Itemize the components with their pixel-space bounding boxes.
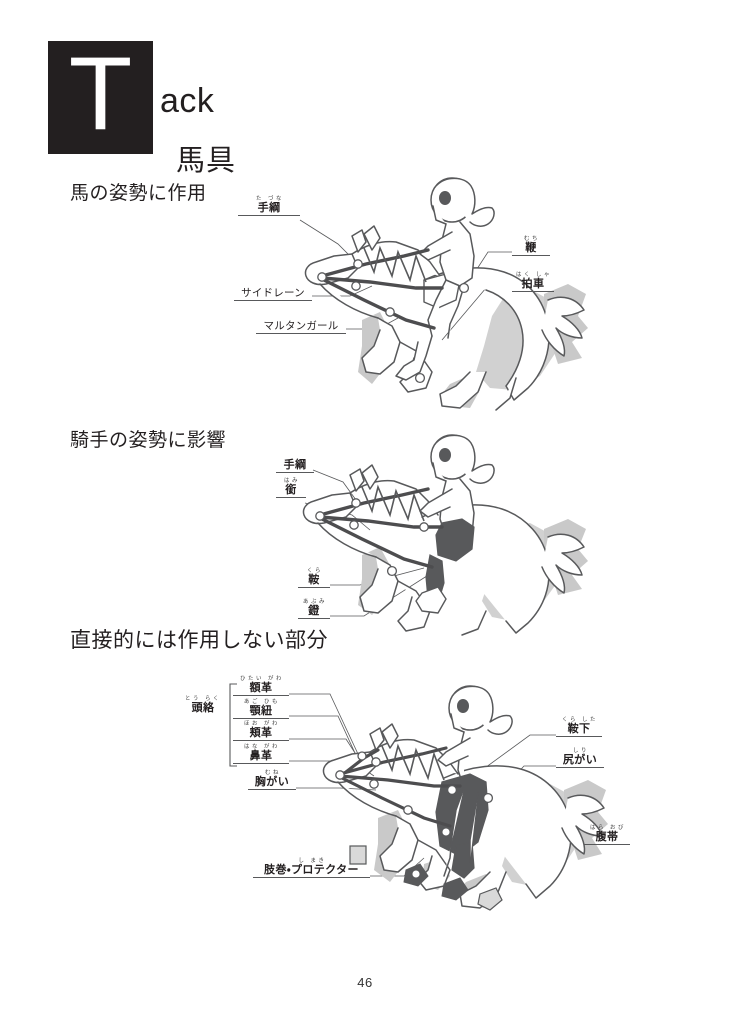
label-text: 銜: [285, 484, 297, 496]
label-text: 手綱: [283, 459, 307, 471]
title-block: T ack 馬具: [48, 41, 348, 176]
page-number: 46: [357, 975, 373, 990]
label-underline: [298, 618, 330, 619]
ruby-text: あぶみ: [303, 599, 327, 605]
callout-whip: むち 鞭: [512, 236, 550, 256]
title-english: ack: [160, 82, 215, 120]
label-text: 頬革: [249, 727, 273, 739]
callout-cheekpiece: ほお がわ 頬革: [233, 721, 289, 741]
label-underline: [276, 497, 306, 498]
label-underline: [512, 255, 550, 256]
label-underline: [256, 333, 346, 334]
ruby-text: はら おび: [589, 825, 627, 831]
label-text: 胸がい: [254, 776, 290, 788]
ruby-text: くら: [307, 568, 323, 574]
label-underline: [234, 300, 312, 301]
callout-browband: ひたい がわ 額革: [233, 676, 289, 696]
label-underline: [248, 789, 296, 790]
callout-bit: はみ 銜: [276, 478, 306, 498]
callout-stirrup: あぶみ 鐙: [298, 599, 330, 619]
label-underline: [584, 844, 630, 845]
label-text: 手綱: [257, 202, 281, 214]
label-text: 腹帯: [595, 831, 619, 843]
ruby-text: ひたい がわ: [239, 676, 285, 682]
label-text: 鐙: [308, 605, 320, 617]
ruby-text: むち: [524, 236, 540, 242]
callout-side-rein: サイドレーン: [234, 281, 312, 301]
callout-breastplate: むね 胸がい: [248, 770, 296, 790]
ruby-text: はな がわ: [243, 744, 281, 750]
callout-martingale: マルタンガール: [256, 314, 346, 334]
title-japanese: 馬具: [176, 145, 237, 177]
ruby-text: はみ: [284, 478, 300, 484]
label-underline: [238, 215, 300, 216]
callout-tazuna-s2: 手綱: [276, 453, 314, 473]
label-underline: [556, 736, 602, 737]
ruby-text: はく しゃ: [515, 272, 553, 278]
ruby-text: むね: [265, 770, 281, 776]
label-underline: [233, 695, 289, 696]
ruby-text: し まき: [298, 858, 327, 864]
callout-girth: はら おび 腹帯: [584, 825, 630, 845]
callout-noseband: はな がわ 鼻革: [233, 744, 289, 764]
label-underline: [556, 767, 604, 768]
label-text: 鼻革: [249, 750, 273, 762]
label-underline: [298, 587, 330, 588]
ruby-text: ほお がわ: [243, 721, 281, 727]
label-underline: [233, 740, 289, 741]
drop-cap-letter: T: [48, 41, 153, 154]
ruby-text: しり: [573, 748, 589, 754]
section-heading-non-acting-parts: 直接的には作用しない部分: [70, 629, 328, 652]
label-underline: [233, 763, 289, 764]
ruby-text: た づな: [255, 196, 285, 202]
figure-rider-posture: [296, 434, 596, 637]
callout-saddle-pad: くら した 鞍下: [556, 717, 602, 737]
label-text: 頭絡: [191, 702, 215, 714]
ruby-text: くら した: [561, 717, 599, 723]
label-text: 額革: [249, 682, 273, 694]
label-underline: [253, 877, 370, 878]
label-text: マルタンガール: [263, 320, 339, 332]
label-underline: [233, 718, 289, 719]
callout-saddle: くら 鞍: [298, 568, 330, 588]
label-text: 鞍: [308, 574, 320, 586]
label-text: サイドレーン: [241, 287, 305, 299]
label-text: 肢巻・プロテクター: [264, 864, 359, 876]
section-heading-rider-posture: 騎手の姿勢に影響: [70, 430, 227, 451]
figure-horse-posture: [300, 176, 600, 416]
label-underline: [512, 291, 554, 292]
group-label-bridle: とう らく 頭絡: [180, 696, 226, 715]
ruby-text: あご ひも: [243, 699, 281, 705]
bracket-bridle-group: [228, 683, 238, 767]
label-text: 鞍下: [567, 723, 591, 735]
figure-non-acting-parts: [320, 685, 620, 916]
callout-tazuna-s1: た づな 手綱: [238, 196, 300, 216]
label-underline: [276, 472, 314, 473]
ruby-text: とう らく: [184, 696, 222, 702]
callout-leg-protector: し まき 肢巻・プロテクター: [253, 858, 370, 878]
callout-throatlatch: あご ひも 顎紐: [233, 699, 289, 719]
callout-spur: はく しゃ 拍車: [512, 272, 554, 292]
label-text: 顎紐: [249, 705, 273, 717]
section-heading-horse-posture: 馬の姿勢に作用: [70, 183, 207, 204]
label-text: 拍車: [521, 278, 545, 290]
callout-crupper: しり 尻がい: [556, 748, 604, 768]
label-text: 鞭: [525, 242, 537, 254]
label-text: 尻がい: [562, 754, 598, 766]
